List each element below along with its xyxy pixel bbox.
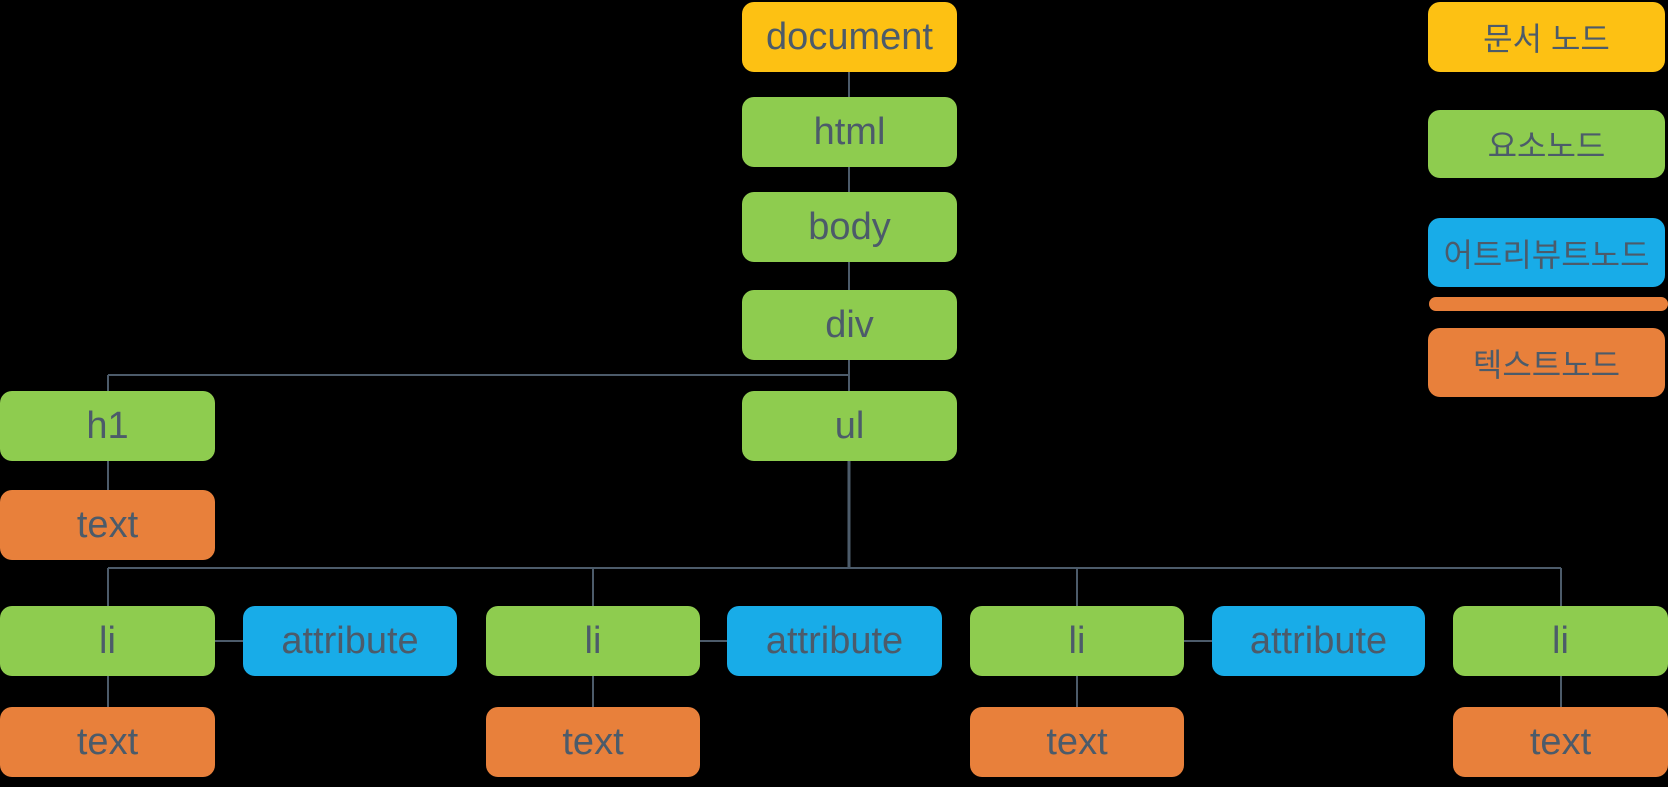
node-li-3-text: text (970, 707, 1184, 777)
node-h1: h1 (0, 391, 215, 461)
node-attribute-2: attribute (727, 606, 942, 676)
legend-item-text-node: 텍스트노드 (1428, 328, 1665, 397)
partial-node-strip (1429, 297, 1668, 311)
node-ul: ul (742, 391, 957, 461)
node-h1-text: text (0, 490, 215, 560)
node-body: body (742, 192, 957, 262)
node-li-1: li (0, 606, 215, 676)
node-li-1-text: text (0, 707, 215, 777)
node-div: div (742, 290, 957, 360)
legend-item-element-node: 요소노드 (1428, 110, 1665, 178)
node-li-2: li (486, 606, 700, 676)
node-document: document (742, 2, 957, 72)
node-li-2-text: text (486, 707, 700, 777)
node-li-4-text: text (1453, 707, 1668, 777)
node-html: html (742, 97, 957, 167)
node-li-4: li (1453, 606, 1668, 676)
node-li-3: li (970, 606, 1184, 676)
legend-item-attribute-node: 어트리뷰트노드 (1428, 218, 1665, 287)
node-attribute-3: attribute (1212, 606, 1425, 676)
legend-item-document-node: 문서 노드 (1428, 2, 1665, 72)
node-attribute-1: attribute (243, 606, 457, 676)
